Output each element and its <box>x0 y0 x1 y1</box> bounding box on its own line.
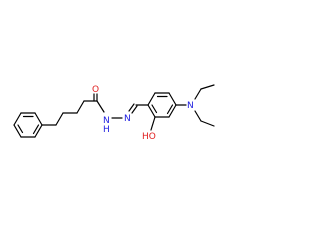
hydroxyl-label: HO <box>142 132 156 142</box>
amide-n-label: N <box>103 116 110 126</box>
amide-h-label: H <box>103 125 110 135</box>
imine-n-label: N <box>124 114 131 124</box>
diethylamino-group: N <box>175 84 215 127</box>
hydrazone-linkage: N H N <box>96 100 149 135</box>
hydroxyl-group: HO <box>142 116 156 142</box>
propanoyl-chain <box>41 100 98 126</box>
carbonyl-oxygen-label: O <box>92 85 99 95</box>
hydroxyphenyl-ring <box>147 92 177 118</box>
phenyl-ring <box>13 112 43 138</box>
amine-n-label: N <box>187 101 194 111</box>
structure-diagram: O N H N HO N <box>13 84 215 142</box>
carbonyl-group: O <box>92 85 99 102</box>
